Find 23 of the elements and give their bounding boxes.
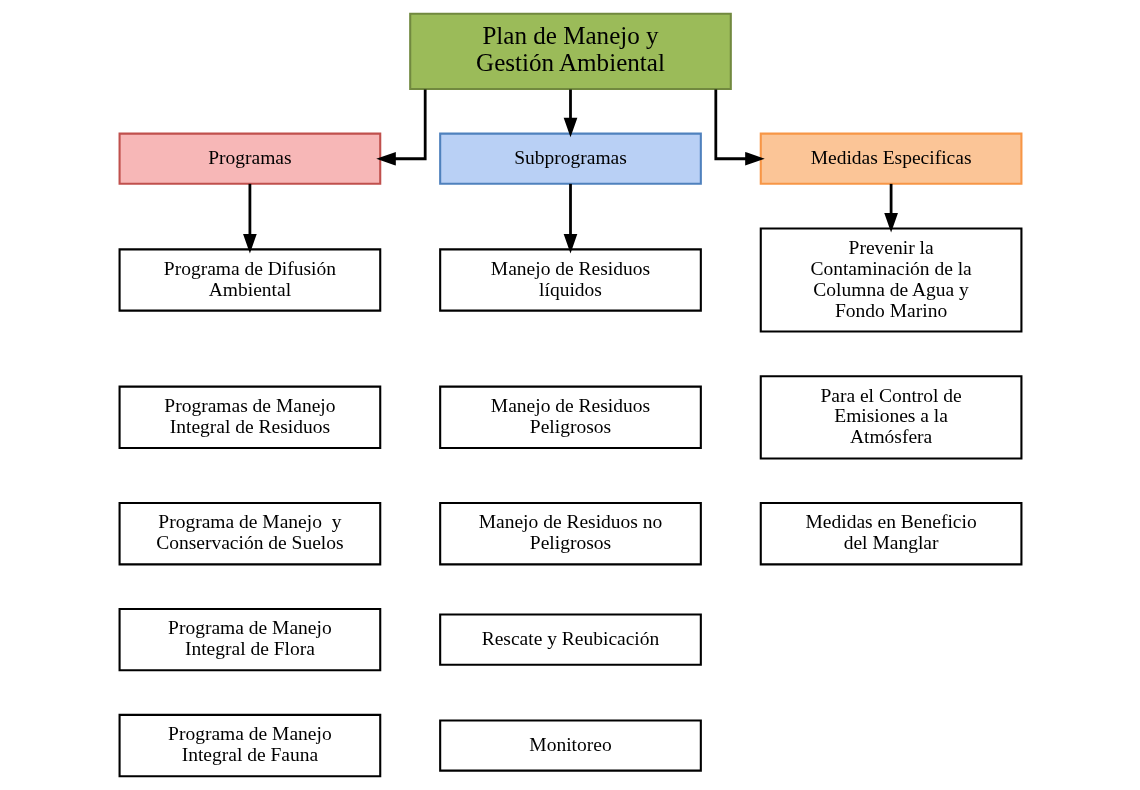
arrow <box>375 89 427 166</box>
node-box: Manejo de Residuos líquidos <box>438 248 702 312</box>
node-box: Programas <box>118 132 381 185</box>
node-box: Para el Control de Emisiones a la Atmósfera <box>759 375 1022 460</box>
arrow <box>563 183 577 254</box>
arrow <box>563 89 577 138</box>
node-box: Manejo de Residuos no Peligrosos <box>438 502 702 566</box>
node-box: Programas de Manejo Integral de Residuos <box>118 385 381 449</box>
node-box: Manejo de Residuos Peligrosos <box>438 385 702 449</box>
arrow <box>242 183 257 254</box>
node-box: Programa de Difusión Ambiental <box>118 248 381 312</box>
arrow <box>713 89 765 166</box>
node-box: Prevenir la Contaminación de la Columna de Agua y Fondo Marino <box>759 227 1022 333</box>
node-box: Subprogramas <box>438 132 702 185</box>
node-box: Programa de Manejo y Conservación de Suelos <box>118 502 381 566</box>
node-box: Medidas en Beneficio del Manglar <box>759 502 1022 566</box>
node-box: Programa de Manejo Integral de Flora <box>118 607 381 672</box>
node-box: Medidas Especificas <box>759 132 1022 185</box>
arrow <box>883 183 898 233</box>
node-box: Programa de Manejo Integral de Fauna <box>118 713 381 778</box>
node-box: Rescate y Reubicación <box>438 613 702 666</box>
node-box: Plan de Manejo y Gestión Ambiental <box>408 12 732 91</box>
node-box: Monitoreo <box>438 719 702 772</box>
